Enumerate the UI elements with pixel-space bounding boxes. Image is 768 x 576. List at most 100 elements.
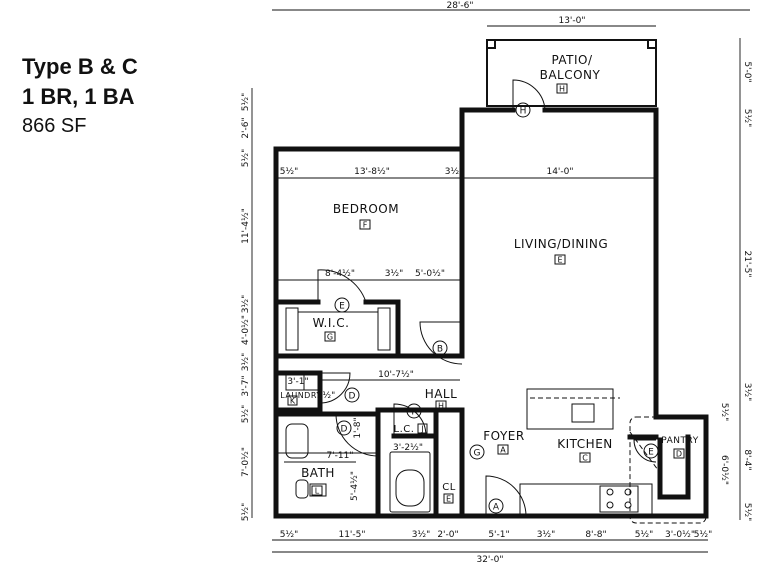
tag-bath: L xyxy=(315,487,320,496)
exterior-wall-top-left xyxy=(273,107,516,152)
bedroom-label: BEDROOM xyxy=(333,202,399,216)
bedroom-entry-wall xyxy=(395,322,465,359)
dim-bath-small: 3'-2½" xyxy=(393,443,423,453)
tag-living: E xyxy=(557,256,562,265)
kitchen-label: KITCHEN xyxy=(557,437,613,451)
wic-shelf-right xyxy=(377,307,391,351)
pantry-shelf-wall xyxy=(657,434,691,500)
toilet-tank xyxy=(309,483,327,497)
dim-right-4: 3½" xyxy=(742,383,752,402)
patio-post-left xyxy=(486,39,496,49)
dim-bottom-8: 5½" xyxy=(635,530,654,540)
door-mark-wic: E xyxy=(339,302,345,312)
laundry-wall xyxy=(273,370,323,413)
lc-door-swing xyxy=(393,403,427,437)
dryer xyxy=(303,374,319,391)
tag-box-lc xyxy=(417,423,428,434)
tag-box-kitchen xyxy=(579,452,591,463)
plan-type: Type B & C xyxy=(22,54,138,79)
dim-left-8: 3'-7" xyxy=(241,375,251,396)
dim-laundry-b: 3½" xyxy=(317,391,336,401)
patio-door-swing xyxy=(512,79,546,111)
dim-laundry-w: 3'-1" xyxy=(287,377,308,387)
kitchen-range xyxy=(599,485,639,513)
wic-door-swing xyxy=(317,269,367,303)
plan-beds-baths: 1 BR, 1 BA xyxy=(22,84,135,109)
tag-box-living xyxy=(554,254,566,265)
dimension-lines xyxy=(251,9,750,553)
tag-laundry: K xyxy=(290,397,296,406)
dim-bottom-10: 5½" xyxy=(694,530,713,540)
laundry-label: LAUNDRY xyxy=(280,391,322,400)
burner-1 xyxy=(606,488,614,496)
exterior-wall-pantry xyxy=(653,414,709,519)
walls xyxy=(273,39,709,519)
room-labels: PATIO/ BALCONY BEDROOM LIVING/DINING W.I… xyxy=(280,53,698,493)
door-mark-circle-patio xyxy=(515,102,531,118)
dim-bed-width: 13'-8½" xyxy=(354,167,390,177)
bath-sink xyxy=(285,423,309,459)
tag-foyer: A xyxy=(500,446,506,455)
bedroom-door-swing xyxy=(419,321,463,365)
tag-wic: G xyxy=(327,333,333,342)
tag-box-foyer xyxy=(497,444,509,455)
door-mark-entry: A xyxy=(493,503,500,513)
fixtures xyxy=(284,307,707,524)
tag-box-bath xyxy=(311,485,323,496)
tag-patio: H xyxy=(559,85,565,94)
tag-box-patio xyxy=(556,83,568,94)
dim-patio-width: 13'-0" xyxy=(558,16,585,26)
room-tags: H F E G H A C D L K J E xyxy=(287,83,685,504)
door-marks: H B E D D F G A E xyxy=(334,102,659,514)
patio-label-1: PATIO/ xyxy=(551,53,593,67)
door-mark-pantry: E xyxy=(648,448,654,458)
burner-4 xyxy=(624,501,632,509)
dim-bath-side: 1'-8" xyxy=(353,417,363,438)
pantry-option-outline xyxy=(629,416,707,524)
dim-wic-c: 5'-0½" xyxy=(415,269,445,279)
door-mark-circle-entry xyxy=(488,498,504,514)
dim-overall-top: 28'-6" xyxy=(446,1,473,11)
door-mark-laundry: D xyxy=(349,392,356,402)
tag-box-laundry xyxy=(287,395,298,406)
pantry-label: PANTRY xyxy=(661,436,698,446)
tag-hall: H xyxy=(438,402,444,411)
bath-label: BATH xyxy=(301,466,335,480)
door-mark-circle-bedroom xyxy=(432,340,448,356)
dim-bed-top-right: 3½" xyxy=(445,167,464,177)
dim-left-5: 3½" xyxy=(241,295,251,314)
entry-door-swing xyxy=(485,475,527,517)
tag-pantry: D xyxy=(676,450,682,459)
kitchen-base-counter xyxy=(519,483,653,515)
dim-right-7: 6'-0½" xyxy=(719,455,729,485)
burner-3 xyxy=(606,501,614,509)
wic-shelf-left xyxy=(285,307,299,351)
bathtub-basin xyxy=(395,469,425,507)
dim-left-7: 3½" xyxy=(241,353,251,372)
door-mark-circle-wic xyxy=(334,297,350,313)
door-mark-foyer: G xyxy=(474,449,481,459)
toilet-bowl xyxy=(295,479,309,499)
doors xyxy=(317,79,657,517)
plan-info: Type B & C 1 BR, 1 BA 866 SF xyxy=(22,52,138,140)
tag-box-bedroom xyxy=(359,219,371,230)
door-mark-circle-bath xyxy=(336,420,352,436)
wic-label: W.I.C. xyxy=(313,316,350,330)
dim-right-3: 21'-5" xyxy=(742,250,752,277)
dim-left-11: 5½" xyxy=(241,503,251,522)
kitchen-island xyxy=(526,388,614,430)
tag-box-hall xyxy=(435,400,447,411)
dim-bed-top-left: 5½" xyxy=(280,167,299,177)
tag-kitchen: C xyxy=(582,454,588,463)
dim-bath-v: 5'-4½" xyxy=(350,471,360,501)
dim-right-1: 5'-0" xyxy=(742,61,752,82)
tag-box-pantry xyxy=(673,448,685,459)
dim-left-6: 4'-0½" xyxy=(241,315,251,345)
door-mark-circle-lc xyxy=(406,403,422,419)
dim-right-2: 5½" xyxy=(742,109,752,128)
dim-bottom-7: 8'-8" xyxy=(585,530,606,540)
dim-left-9: 5½" xyxy=(241,405,251,424)
dim-bottom-3: 3½" xyxy=(412,530,431,540)
tag-cl: E xyxy=(446,495,451,504)
